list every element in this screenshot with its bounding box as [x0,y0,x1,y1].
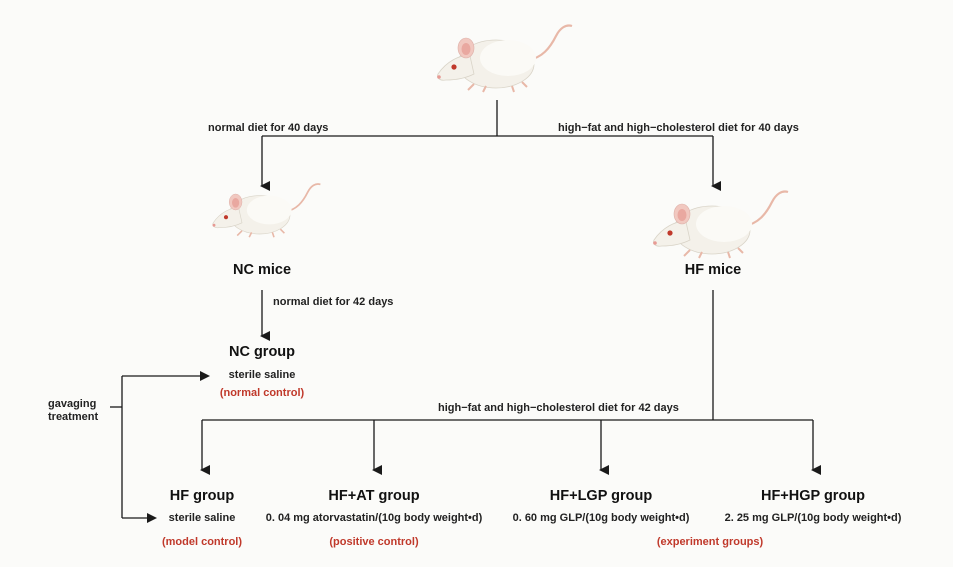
hf-mice-label: HF mice [684,262,742,278]
mouse-icon-top [436,24,574,94]
hf-hgp-group-title: HF+HGP group [760,488,866,504]
hf-group-treatment: sterile saline [168,512,236,524]
label-high-fat-diet-42: high−fat and high−cholesterol diet for 4… [438,402,679,414]
label-high-fat-diet-40: high−fat and high−cholesterol diet for 4… [558,122,799,134]
label-normal-diet-42: normal diet for 42 days [273,296,394,308]
nc-mice-label: NC mice [232,262,292,278]
label-normal-diet-40: normal diet for 40 days [208,122,329,134]
nc-group-note: (normal control) [219,387,305,399]
hf-lgp-group-treatment: 0. 60 mg GLP/(10g body weight•d) [512,512,690,524]
hf-at-group-title: HF+AT group [328,488,420,504]
hf-at-group-treatment: 0. 04 mg atorvastatin/(10g body weight•d… [265,512,483,524]
nc-group-treatment: sterile saline [228,369,296,381]
mouse-icon-hf [652,190,790,260]
hf-at-group-note: (positive control) [329,536,419,548]
hf-group-note: (model control) [161,536,243,548]
mouse-icon-nc [211,183,322,239]
nc-group-title: NC group [228,344,296,360]
experiment-groups-note: (experiment groups) [656,536,764,548]
hf-hgp-group-treatment: 2. 25 mg GLP/(10g body weight•d) [724,512,902,524]
gavaging-label: gavaging treatment [48,398,99,423]
hf-lgp-group-title: HF+LGP group [549,488,653,504]
hf-group-title: HF group [169,488,235,504]
